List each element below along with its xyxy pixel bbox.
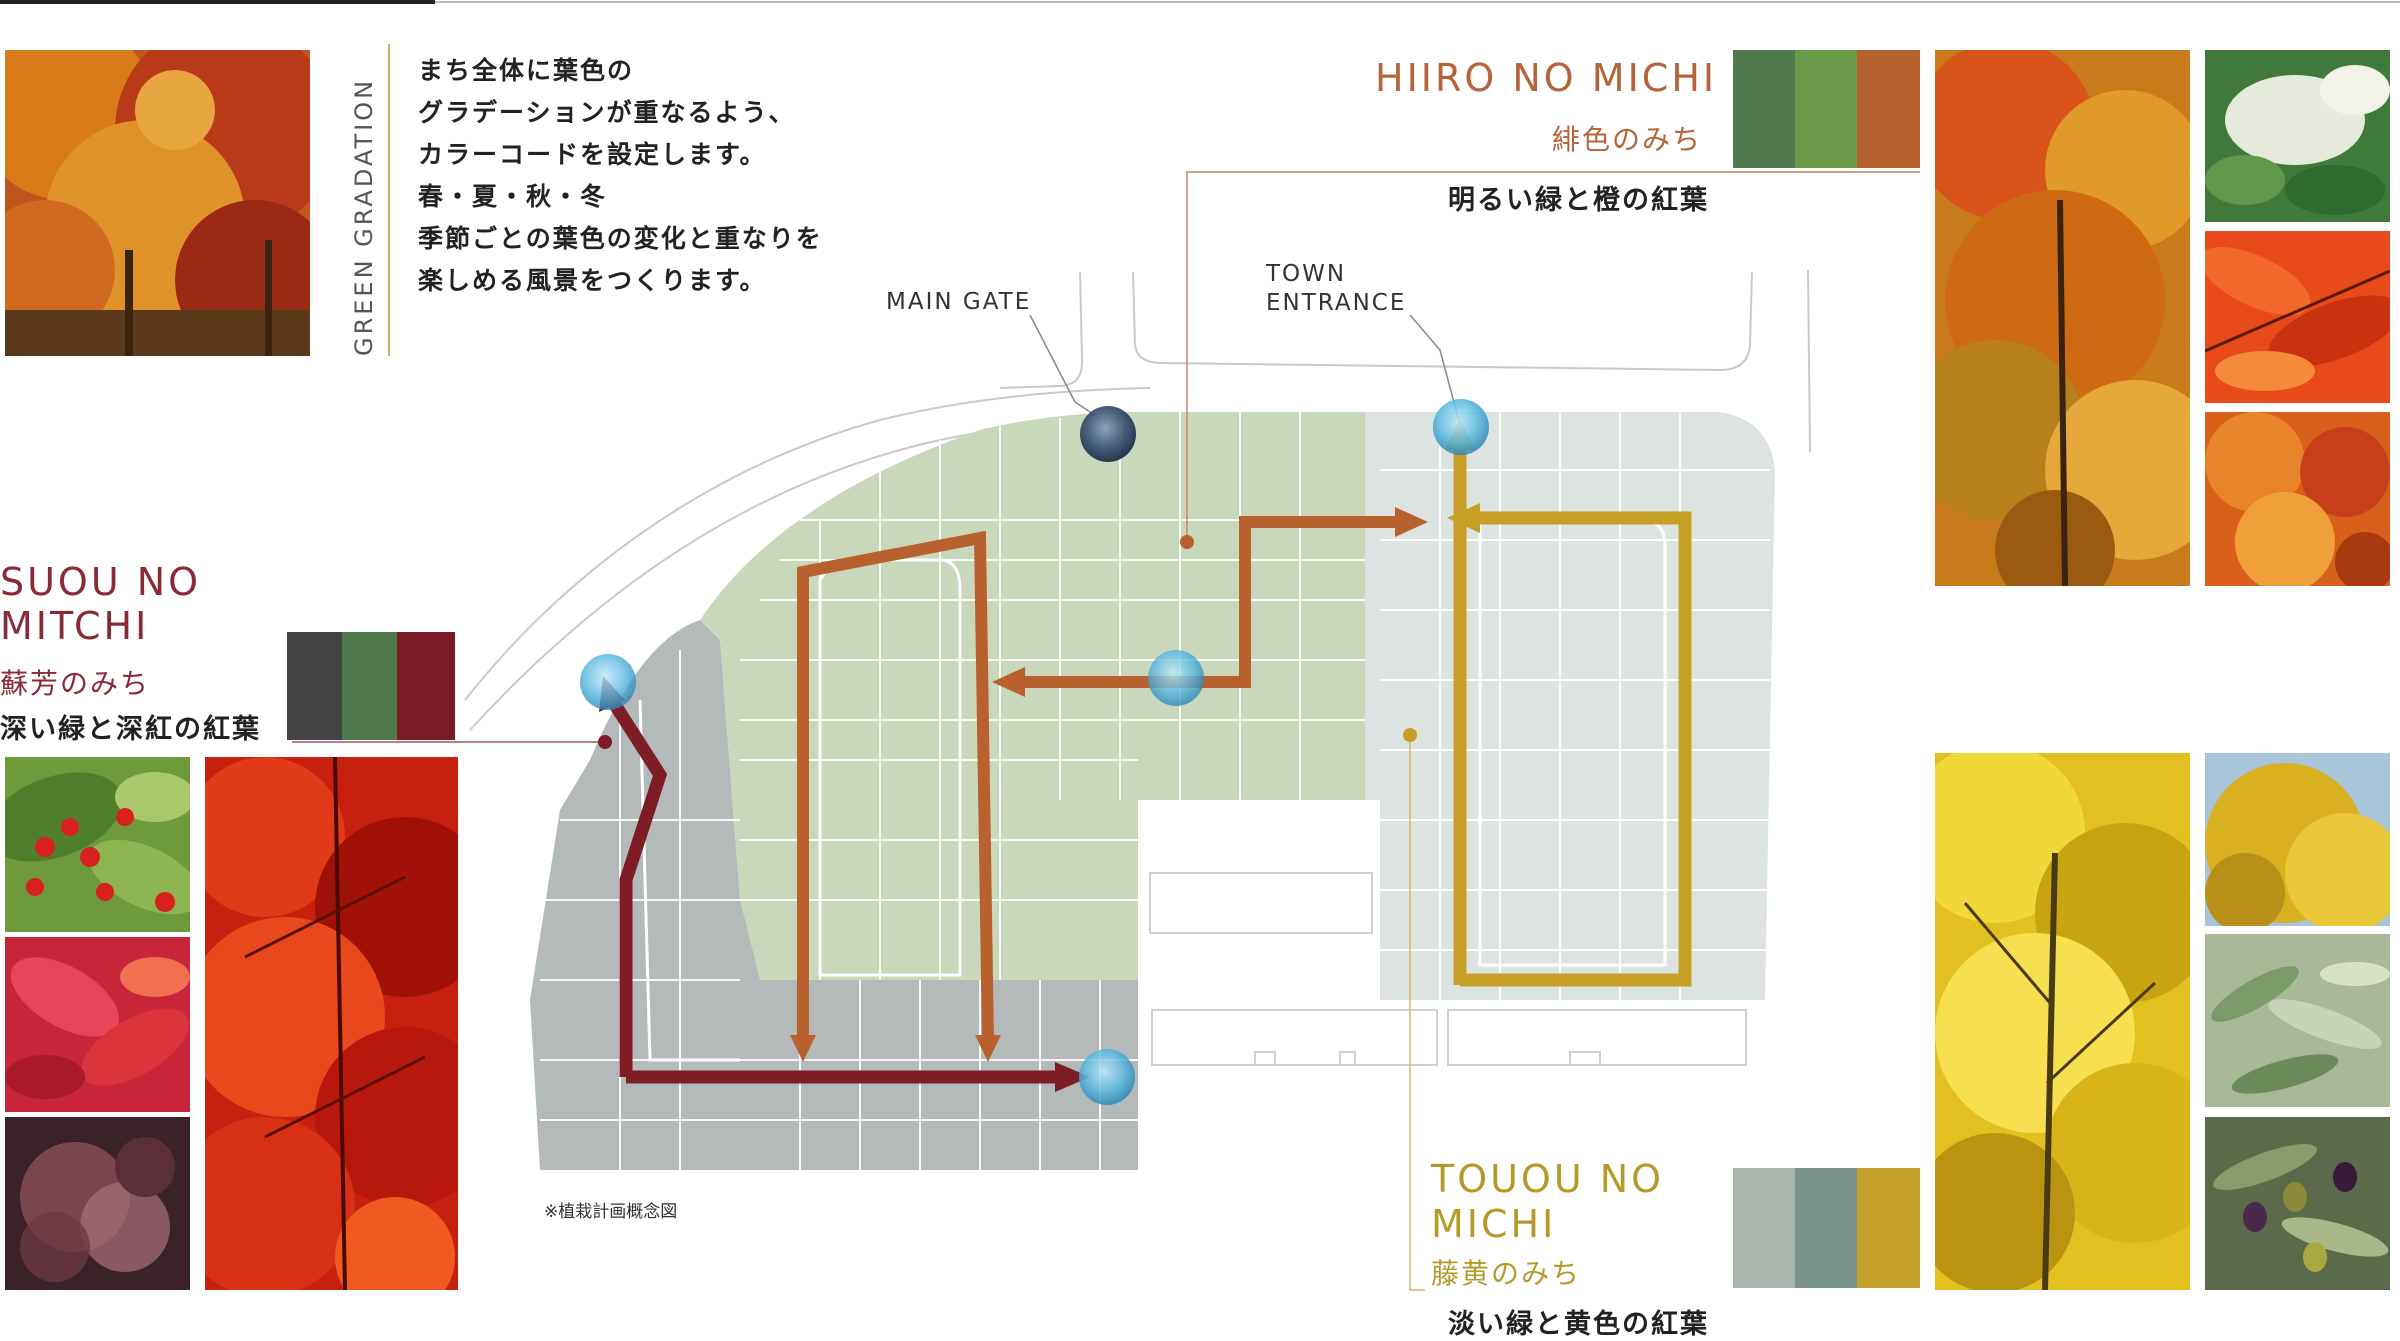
photo-white-blossoms <box>2205 50 2390 222</box>
touou-title-en-1: TOUOU NO <box>1431 1157 1665 1201</box>
hiiro-swatch-1 <box>1733 50 1795 168</box>
hiiro-swatch-3 <box>1857 50 1920 168</box>
hiiro-title-jp: 緋色のみち <box>1552 123 1703 156</box>
photo-ginkgo-tree <box>1935 753 2190 1290</box>
intro-line: カラーコードを設定します。 <box>418 140 767 169</box>
hiiro-swatch-2 <box>1795 50 1857 168</box>
photo-red-maple <box>205 757 458 1290</box>
node-town-entrance <box>1433 399 1489 455</box>
top-rule-dark <box>0 0 435 4</box>
photo-orange-tree <box>1935 50 2190 586</box>
planting-plan-note: ※植栽計画概念図 <box>544 1202 678 1222</box>
photo-olive-fruit <box>2205 1117 2390 1290</box>
node-center <box>1148 650 1204 706</box>
node-west <box>580 654 636 710</box>
suou-title-jp: 蘇芳のみち <box>0 667 151 700</box>
touou-swatch-1 <box>1733 1168 1795 1288</box>
intro-line: 春・夏・秋・冬 <box>418 182 608 211</box>
hiiro-title-en: HIIRO NO MICHI <box>1375 56 1718 100</box>
intro-line: まち全体に葉色の <box>418 56 635 85</box>
photo-red-berries <box>5 757 190 932</box>
suou-desc: 深い緑と深紅の紅葉 <box>0 714 261 745</box>
photo-yellow-tree <box>2205 753 2390 926</box>
town-entrance-label-2: ENTRANCE <box>1266 290 1407 316</box>
town-entrance-label-1: TOWN <box>1266 261 1347 287</box>
photo-red-leaves-1 <box>5 937 190 1112</box>
intro-line: 季節ごとの葉色の変化と重なりを <box>418 224 823 253</box>
node-south <box>1079 1049 1135 1105</box>
photo-smoke-tree <box>5 1117 190 1290</box>
suou-swatch-1 <box>287 632 342 740</box>
suou-title-en-2: MITCHI <box>0 604 150 648</box>
touou-swatch-3 <box>1857 1168 1920 1288</box>
hiiro-desc: 明るい緑と橙の紅葉 <box>1448 185 1709 216</box>
suou-title-en-1: SUOU NO <box>0 560 202 604</box>
suou-swatch-3 <box>397 632 455 740</box>
intro-text: まち全体に葉色の グラデーションが重なるよう、 カラーコードを設定します。 春・… <box>418 50 938 302</box>
suou-swatch-2 <box>342 632 397 740</box>
touou-swatch-2 <box>1795 1168 1857 1288</box>
node-main-gate <box>1080 406 1136 462</box>
touou-title-jp: 藤黄のみち <box>1431 1257 1582 1290</box>
touou-title-en-2: MICHI <box>1431 1202 1557 1246</box>
zone-touou <box>1365 412 1775 1000</box>
photo-autumn-trees <box>5 50 310 356</box>
top-rule-light <box>435 1 2400 3</box>
vertical-title-rule <box>388 44 390 356</box>
photo-maple-leaves <box>2205 412 2390 586</box>
intro-line: 楽しめる風景をつくります。 <box>418 266 767 295</box>
main-gate-label: MAIN GATE <box>886 289 1032 315</box>
photo-orange-leaves <box>2205 231 2390 403</box>
touou-desc: 淡い緑と黄色の紅葉 <box>1448 1309 1709 1340</box>
photo-olive-leaves <box>2205 934 2390 1107</box>
intro-line: グラデーションが重なるよう、 <box>418 98 796 127</box>
